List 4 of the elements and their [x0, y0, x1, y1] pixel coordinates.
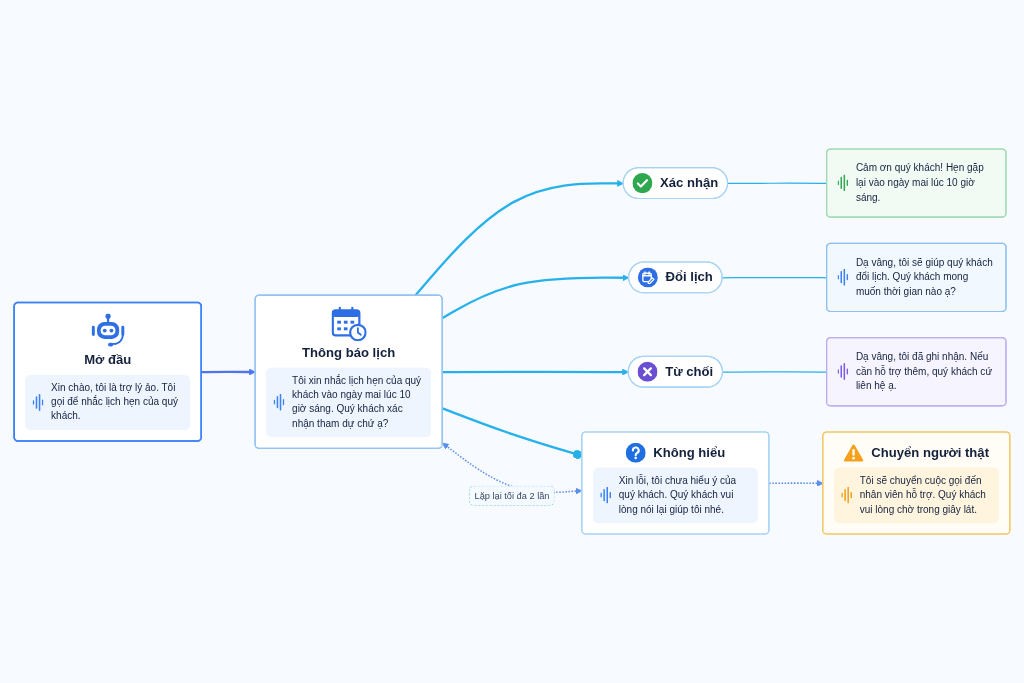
edge-label: Lặp lại tối đa 2 lần: [474, 490, 550, 502]
arrow: [201, 368, 256, 376]
arrow: [442, 368, 629, 376]
arrow: [414, 180, 624, 297]
